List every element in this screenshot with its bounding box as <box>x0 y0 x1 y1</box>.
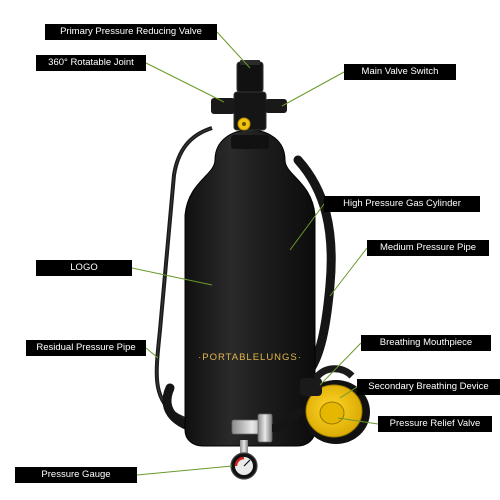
leader-rotatable-joint <box>145 62 225 103</box>
leader-logo <box>131 267 213 286</box>
leader-high-pressure <box>289 203 325 251</box>
leader-lines <box>131 31 379 476</box>
pressure-gauge-dial <box>230 440 258 480</box>
label-pressure-relief-valve: Pressure Relief Valve <box>378 416 492 432</box>
leader-main-valve <box>281 71 345 107</box>
leader-secondary-device <box>339 386 358 399</box>
label-logo: LOGO <box>36 260 132 276</box>
label-rotatable-joint: 360° Rotatable Joint <box>36 55 146 71</box>
label-main-valve-switch: Main Valve Switch <box>344 64 456 80</box>
leader-residual-pipe <box>145 347 159 359</box>
leader-pressure-gauge <box>136 465 233 476</box>
gas-cylinder <box>184 129 316 447</box>
label-residual-pressure-pipe: Residual Pressure Pipe <box>26 340 146 356</box>
label-medium-pressure-pipe: Medium Pressure Pipe <box>367 240 489 256</box>
label-primary-pressure-reducing-valve: Primary Pressure Reducing Valve <box>45 24 217 40</box>
leader-mouthpiece <box>319 342 362 386</box>
leader-medium-pipe <box>329 247 368 297</box>
valve-assembly <box>211 60 287 131</box>
leader-relief-valve <box>337 417 379 425</box>
first-stage-connector <box>231 406 305 443</box>
leader-primary-valve <box>216 31 251 69</box>
label-secondary-breathing-device: Secondary Breathing Device <box>357 379 500 395</box>
label-pressure-gauge: Pressure Gauge <box>15 467 137 483</box>
label-breathing-mouthpiece: Breathing Mouthpiece <box>361 335 491 351</box>
cylinder-brand-text: ·PORTABLELUNGS· <box>198 352 302 363</box>
label-high-pressure-gas-cylinder: High Pressure Gas Cylinder <box>324 196 480 212</box>
